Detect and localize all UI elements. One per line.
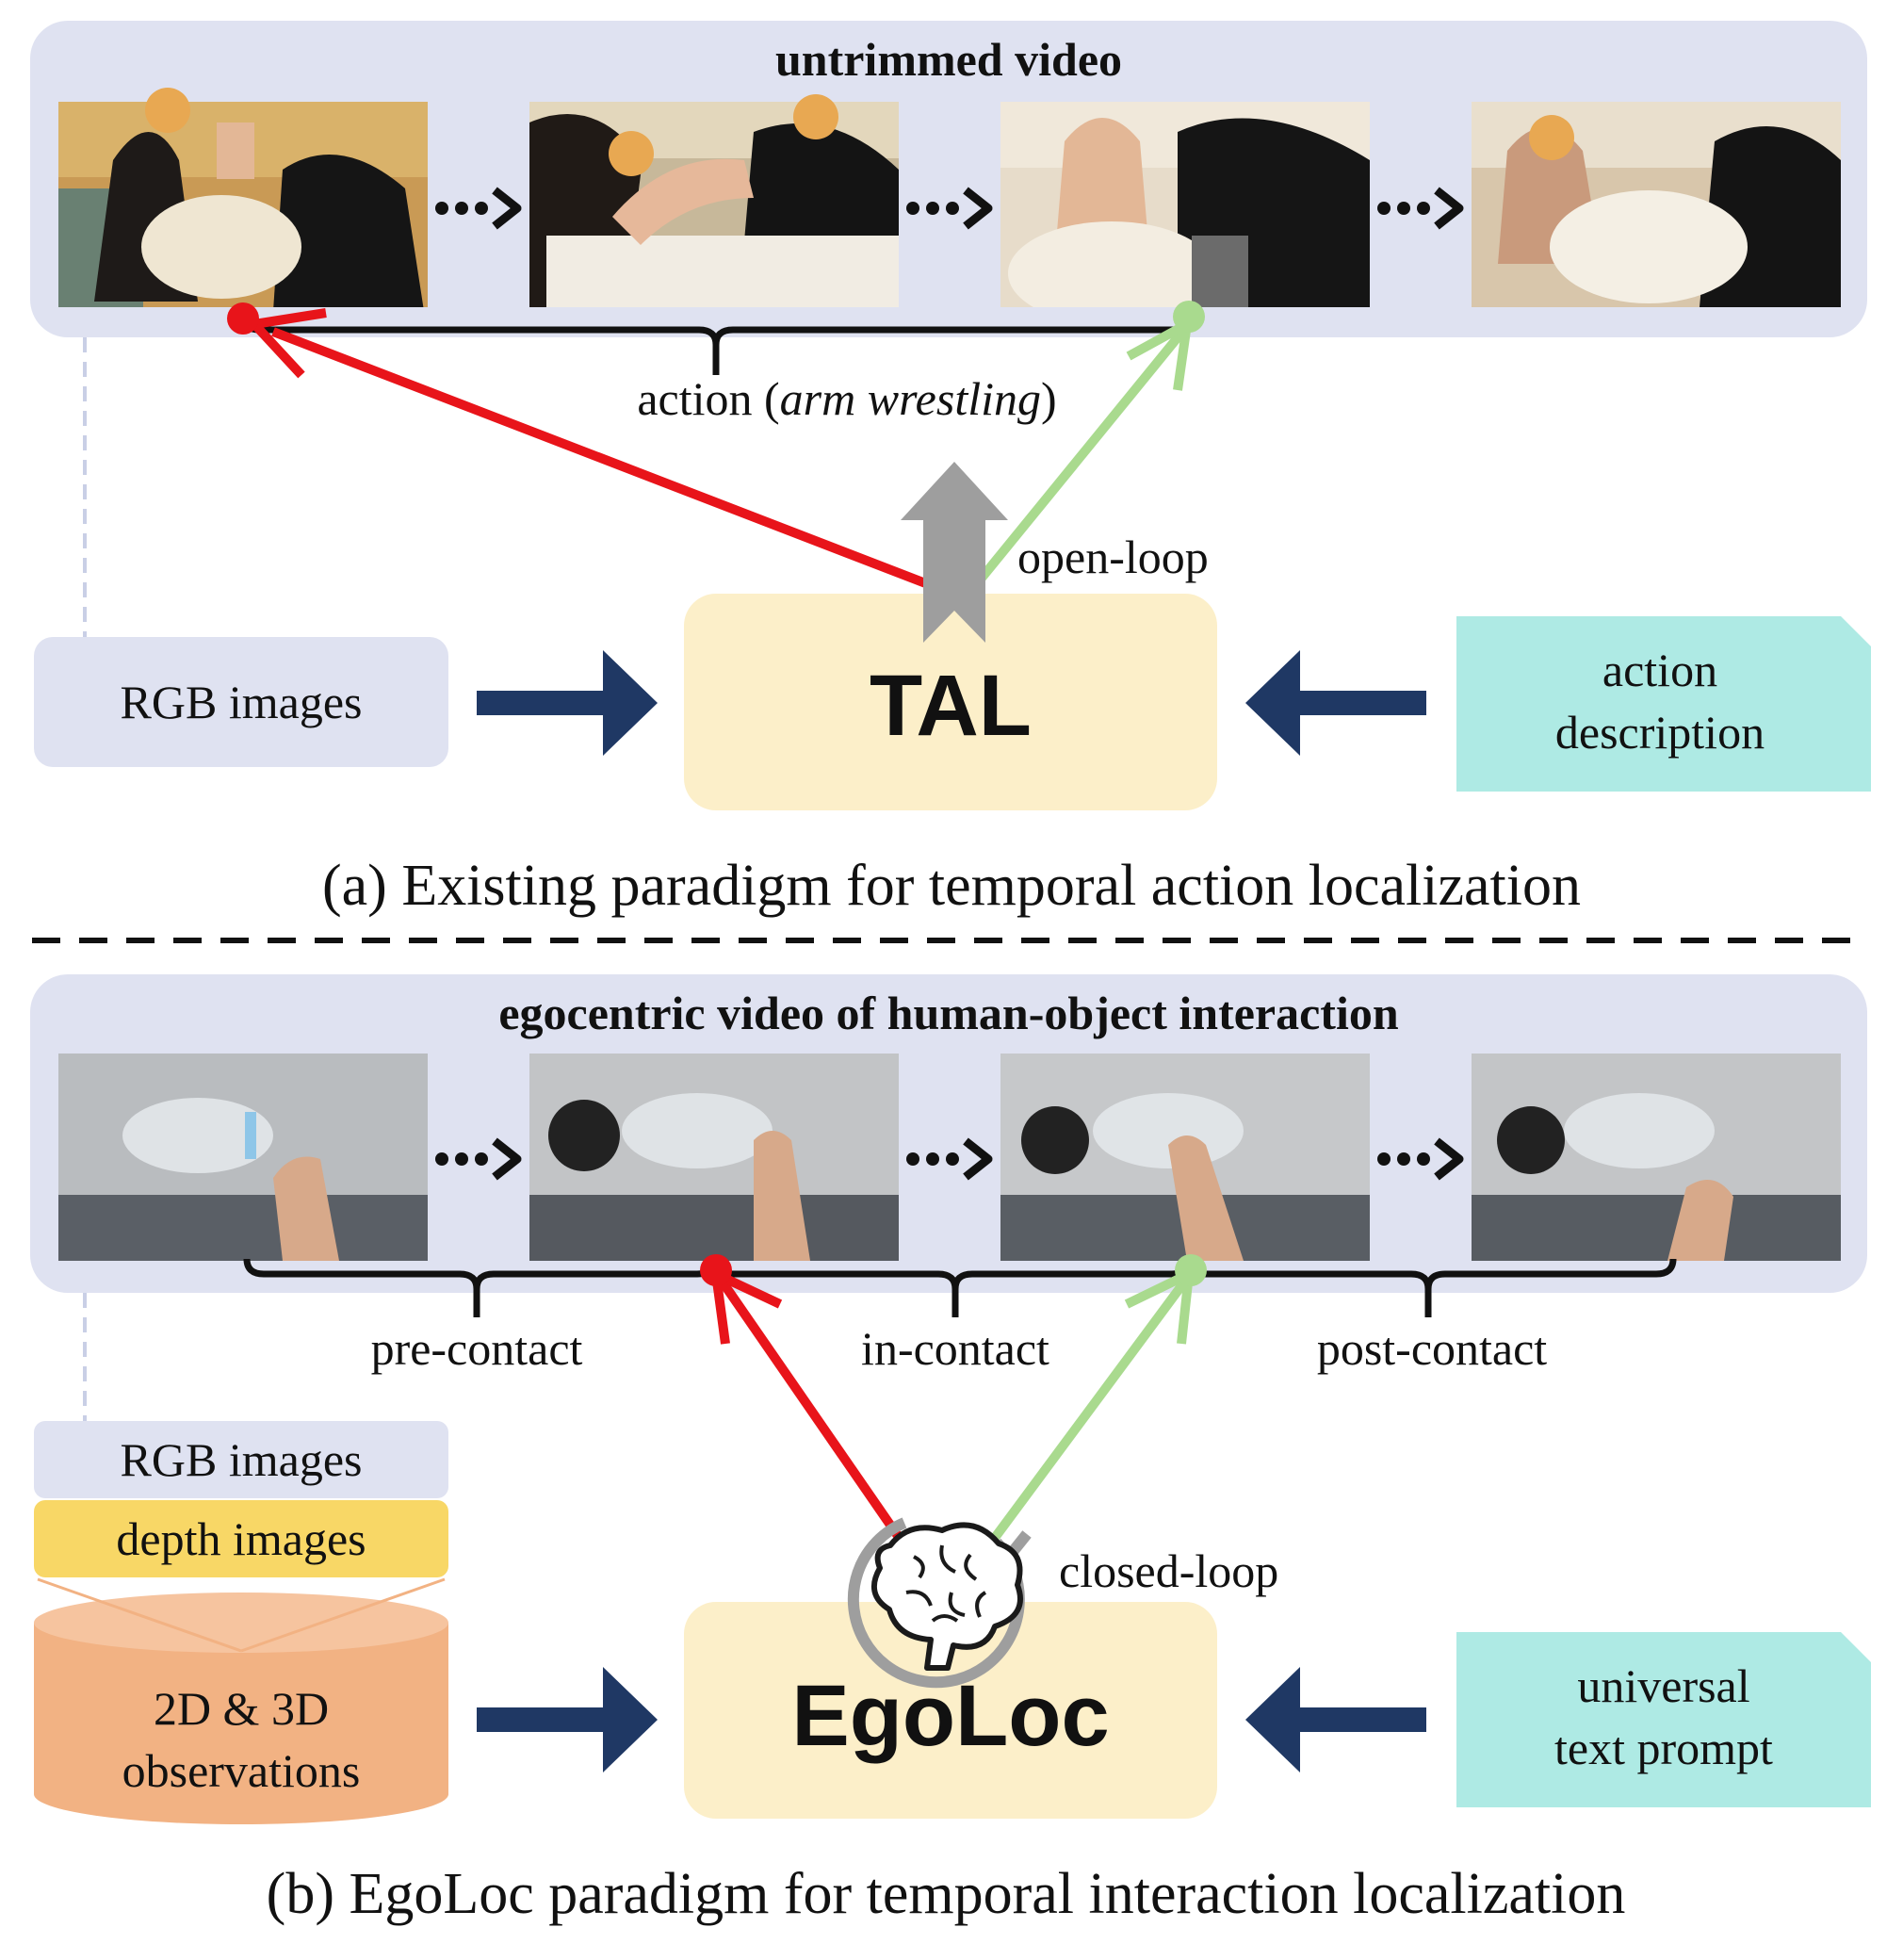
- video-title-b: egocentric video of human-object interac…: [498, 987, 1399, 1039]
- start-boundary-arrow: [250, 308, 930, 589]
- depth-input-label: depth images: [116, 1512, 366, 1565]
- ellipsis-arrow-icon: [1377, 187, 1464, 230]
- video-panel-b: [30, 974, 1867, 1293]
- action-label: action (arm wrestling): [637, 372, 1056, 425]
- phase-label-post-contact: post-contact: [1317, 1322, 1547, 1375]
- ego-frame-1: [58, 1054, 428, 1261]
- panel-b: egocentric video of human-object interac…: [30, 974, 1871, 1926]
- egoloc-model-box: [684, 1602, 1217, 1819]
- contact-start-arrow: [711, 1269, 909, 1548]
- prompt-arrow-b: [1245, 1667, 1426, 1772]
- input-arrow-a: [477, 650, 658, 756]
- face-blur-2: [609, 131, 654, 176]
- contact-start-marker: [700, 1254, 732, 1286]
- rgb-input-label-b: RGB images: [121, 1433, 363, 1486]
- face-blur-1: [145, 88, 190, 133]
- tal-model-label: TAL: [870, 658, 1032, 754]
- input-arrow-b: [477, 1667, 658, 1772]
- action-description-box: [1456, 616, 1871, 792]
- frame-transition-arrows-b: [435, 1137, 1464, 1181]
- video-title-a: untrimmed video: [775, 33, 1122, 86]
- video-frame-1: [58, 102, 428, 307]
- universal-prompt-line2: text prompt: [1554, 1722, 1773, 1774]
- observations-cylinder: [34, 1577, 448, 1824]
- brain-icon: [847, 1517, 1032, 1689]
- caption-b: (b) EgoLoc paradigm for temporal interac…: [267, 1862, 1626, 1926]
- universal-prompt-box: [1456, 1632, 1871, 1807]
- depth-input-box: [34, 1500, 448, 1577]
- rgb-input-label-a: RGB images: [121, 676, 363, 728]
- observations-line2: observations: [122, 1744, 361, 1797]
- action-description-line2: description: [1555, 706, 1765, 759]
- frame-transition-arrows-a: [435, 187, 1464, 230]
- ellipsis-arrow-icon: [435, 187, 522, 230]
- panel-a: untrimmed video: [30, 21, 1871, 918]
- video-panel-a: [30, 21, 1867, 337]
- ego-frame-4: [1472, 1054, 1841, 1261]
- tal-model-box: [684, 594, 1217, 810]
- rgb-input-box-b: [34, 1421, 448, 1498]
- phase-label-pre-contact: pre-contact: [371, 1322, 583, 1375]
- video-frame-4: [1472, 102, 1841, 307]
- ellipsis-arrow-icon: [906, 1137, 993, 1181]
- face-blur-4: [1529, 115, 1574, 160]
- contact-end-arrow: [984, 1269, 1194, 1548]
- video-frame-2: [529, 102, 899, 307]
- end-point-marker: [1173, 301, 1205, 333]
- universal-prompt-line1: universal: [1577, 1659, 1749, 1712]
- rgb-input-box-a: [34, 637, 448, 767]
- observations-line1: 2D & 3D: [154, 1682, 329, 1735]
- caption-a: (a) Existing paradigm for temporal actio…: [322, 854, 1581, 918]
- contact-end-marker: [1175, 1254, 1207, 1286]
- open-loop-label: open-loop: [1017, 531, 1209, 583]
- phase-label-in-contact: in-contact: [861, 1322, 1049, 1375]
- ego-frame-3: [1000, 1054, 1370, 1261]
- ellipsis-arrow-icon: [435, 1137, 522, 1181]
- ego-frame-2: [529, 1054, 899, 1261]
- video-frame-3: [1000, 102, 1370, 307]
- prompt-arrow-a: [1245, 650, 1426, 756]
- action-description-line1: action: [1602, 644, 1717, 696]
- start-point-marker: [227, 302, 259, 335]
- closed-loop-label: closed-loop: [1059, 1544, 1278, 1597]
- ellipsis-arrow-icon: [906, 187, 993, 230]
- face-blur-3: [793, 94, 838, 139]
- ellipsis-arrow-icon: [1377, 1137, 1464, 1181]
